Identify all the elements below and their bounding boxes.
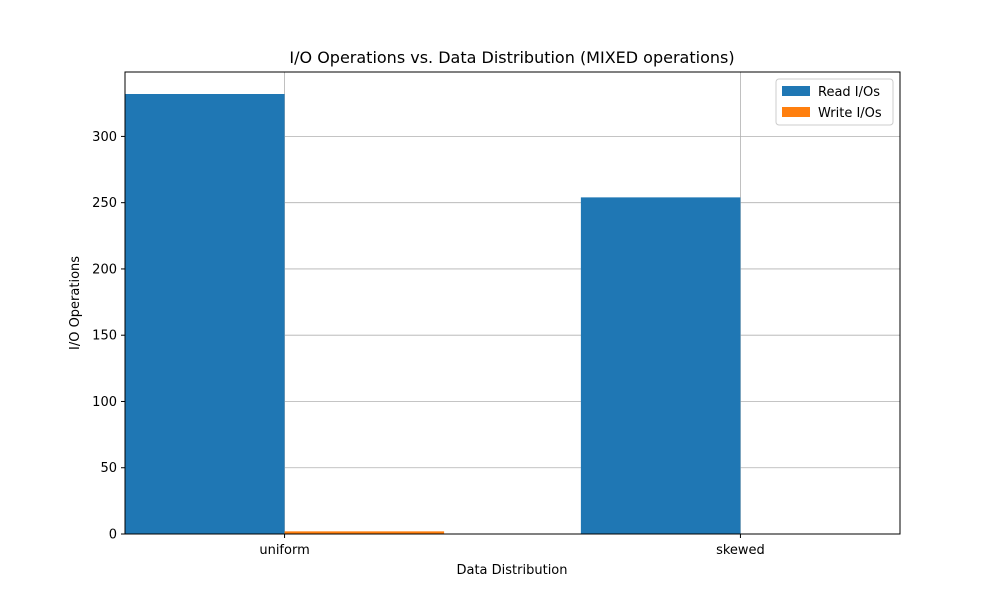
x-tick-label: uniform xyxy=(259,543,309,558)
y-tick-label: 50 xyxy=(100,461,117,476)
bars xyxy=(125,94,741,535)
y-tick-label: 150 xyxy=(92,329,117,344)
x-axis-label: Data Distribution xyxy=(456,563,567,578)
y-axis-label: I/O Operations xyxy=(68,256,83,350)
y-tick-label: 0 xyxy=(109,528,117,543)
y-tick-label: 250 xyxy=(92,196,117,211)
x-tick-label: skewed xyxy=(716,543,765,558)
legend-swatch-read-ios xyxy=(782,86,810,96)
bar-read-i-os-skewed xyxy=(580,197,741,535)
y-tick-label: 200 xyxy=(92,262,117,277)
legend-label-read-ios: Read I/Os xyxy=(818,85,880,100)
legend: Read I/Os Write I/Os xyxy=(775,78,894,126)
y-tick-label: 300 xyxy=(92,130,117,145)
plot-frame xyxy=(124,71,901,535)
y-tick-label: 100 xyxy=(92,395,117,410)
x-axis-ticks: uniform skewed xyxy=(259,534,765,558)
bar-read-i-os-uniform xyxy=(125,94,285,534)
bar-write-i-os-uniform xyxy=(284,531,445,534)
legend-label-write-ios: Write I/Os xyxy=(818,106,882,121)
chart-title: I/O Operations vs. Data Distribution (MI… xyxy=(289,48,734,67)
y-axis-ticks: 0 50 100 150 200 250 300 xyxy=(92,130,125,543)
legend-swatch-write-ios xyxy=(782,107,810,117)
